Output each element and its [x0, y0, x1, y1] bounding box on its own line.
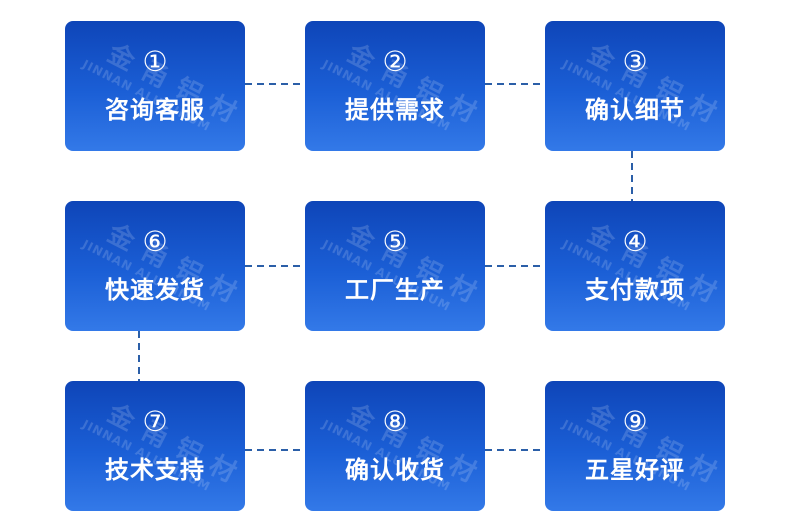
step-number: ⑧ — [382, 405, 408, 438]
step-label: 提供需求 — [345, 96, 445, 124]
step-label: 快速发货 — [105, 276, 205, 304]
step-label: 工厂生产 — [345, 276, 445, 304]
step-number: ⑨ — [622, 405, 648, 438]
step-number: ⑥ — [142, 225, 168, 258]
step-label: 支付款项 — [585, 276, 685, 304]
step-label: 确认收货 — [345, 456, 445, 484]
step-label: 五星好评 — [585, 456, 685, 484]
step-label: 技术支持 — [105, 456, 205, 484]
step-label: 咨询客服 — [105, 96, 205, 124]
step-number: ④ — [622, 225, 648, 258]
step-number: ② — [382, 45, 408, 78]
step-label: 确认细节 — [585, 96, 685, 124]
step-number: ③ — [622, 45, 648, 78]
step-number: ① — [142, 45, 168, 78]
step-number: ⑦ — [142, 405, 168, 438]
step-number: ⑤ — [382, 225, 408, 258]
